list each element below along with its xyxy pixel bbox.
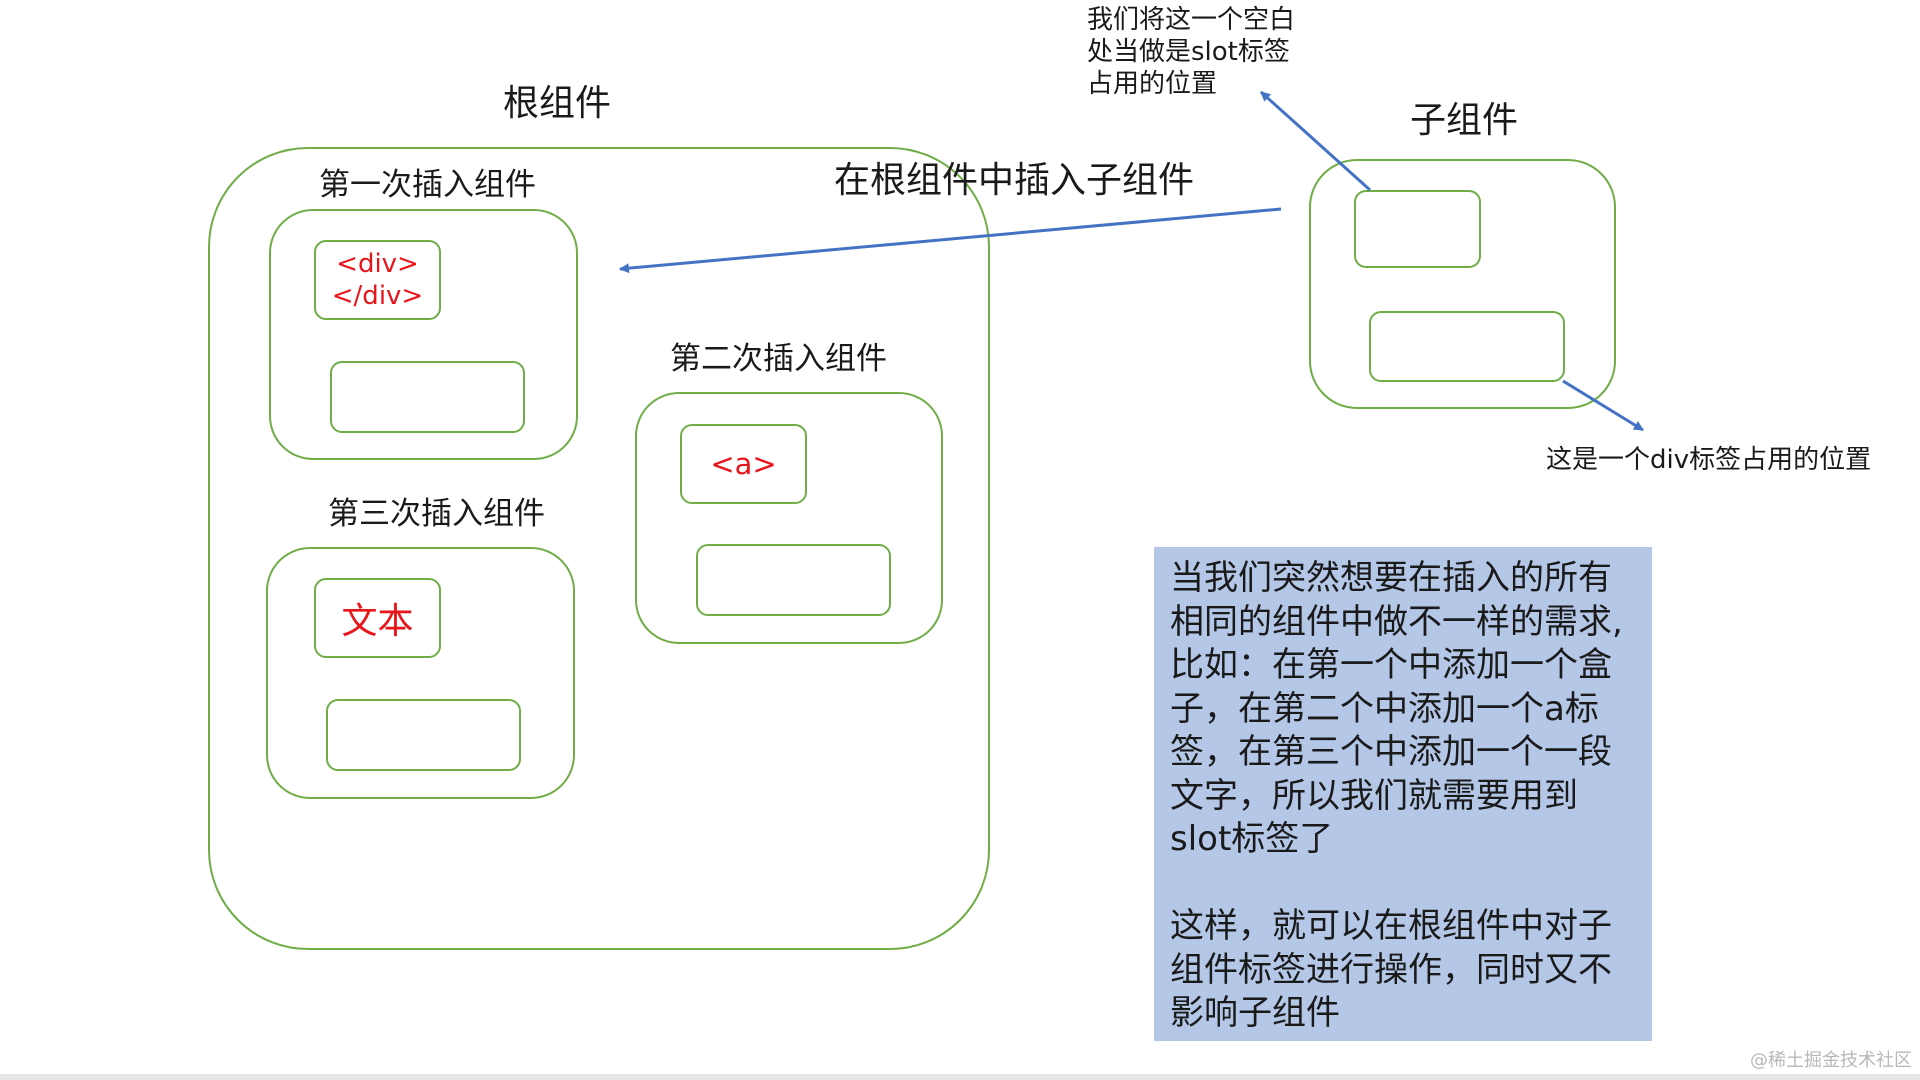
note-line: 这样，就可以在根组件中对子 xyxy=(1170,906,1612,946)
watermark: @稀土掘金技术社区 xyxy=(1750,1050,1912,1071)
first-insert-label: 第一次插入组件 xyxy=(319,167,536,203)
first-child-div-box xyxy=(330,361,525,433)
div-close-tag: </div> xyxy=(331,281,424,311)
first-insert-component xyxy=(269,209,578,460)
note-line: slot标签了 xyxy=(1170,819,1334,859)
second-insert-component xyxy=(635,392,943,644)
root-component-title: 根组件 xyxy=(503,83,612,124)
div-annotation: 这是一个div标签占用的位置 xyxy=(1546,445,1872,475)
note-line: 比如：在第一个中添加一个盒 xyxy=(1170,645,1612,685)
slot-annotation: 我们将这一个空白 处当做是slot标签 占用的位置 xyxy=(1087,4,1295,100)
note-paragraph-gap xyxy=(1170,862,1646,906)
third-insert-component xyxy=(266,547,575,799)
second-slot-a-box: <a> xyxy=(680,424,807,504)
slot-annotation-line: 我们将这一个空白 xyxy=(1087,5,1296,35)
slot-annotation-line: 占用的位置 xyxy=(1087,69,1218,99)
bottom-scrollbar-track xyxy=(0,1074,1920,1080)
note-line: 相同的组件中做不一样的需求, xyxy=(1170,601,1623,642)
second-insert-label: 第二次插入组件 xyxy=(670,341,887,377)
note-line: 子，在第二个中添加一个a标 xyxy=(1170,688,1599,729)
insert-arrow-label: 在根组件中插入子组件 xyxy=(834,160,1195,201)
explanation-note: 当我们突然想要在插入的所有 相同的组件中做不一样的需求, 比如：在第一个中添加一… xyxy=(1154,547,1652,1041)
child-slot-placeholder xyxy=(1354,190,1481,268)
note-line: 影响子组件 xyxy=(1170,993,1340,1033)
slot-annotation-line: 处当做是slot标签 xyxy=(1087,37,1290,67)
third-slot-text-box: 文本 xyxy=(314,578,441,658)
div-open-tag: <div> xyxy=(336,249,419,279)
child-component-box xyxy=(1309,159,1616,409)
child-div-placeholder xyxy=(1369,311,1565,382)
child-component-title: 子组件 xyxy=(1410,100,1519,141)
note-line: 当我们突然想要在插入的所有 xyxy=(1170,558,1612,598)
second-child-div-box xyxy=(696,544,891,616)
third-child-div-box xyxy=(326,699,521,771)
note-line: 签，在第三个中添加一个一段 xyxy=(1170,732,1612,772)
third-insert-label: 第三次插入组件 xyxy=(328,496,545,532)
root-component-box xyxy=(208,147,990,950)
note-line: 组件标签进行操作，同时又不 xyxy=(1170,949,1612,990)
first-slot-div-box: <div> </div> xyxy=(314,240,441,320)
note-line: 文字，所以我们就需要用到 xyxy=(1170,775,1578,816)
